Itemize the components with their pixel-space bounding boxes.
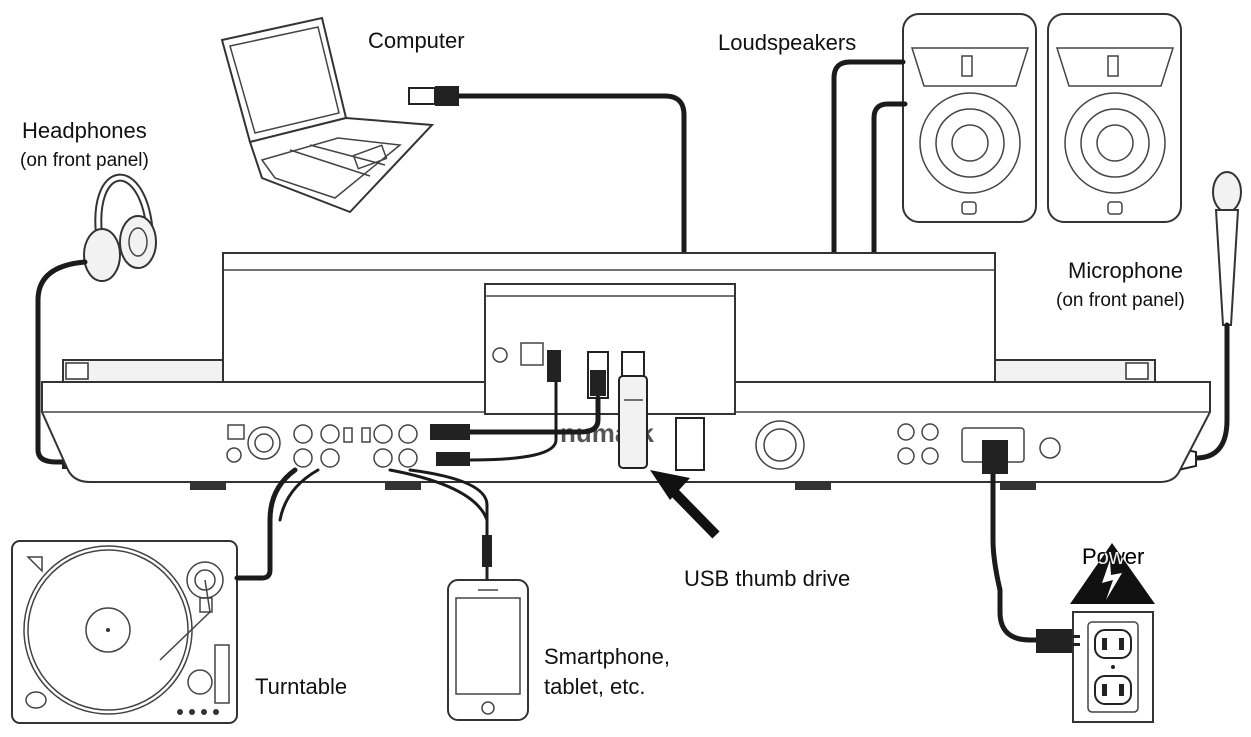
loudspeaker-right-icon xyxy=(1047,13,1182,223)
label-microphone: Microphone xyxy=(1068,258,1183,283)
label-usb-thumb-drive: USB thumb drive xyxy=(684,566,851,591)
loudspeaker-left-icon xyxy=(902,13,1037,223)
turntable-icon xyxy=(11,540,238,724)
headphones-icon xyxy=(83,173,157,282)
label-computer: Computer xyxy=(368,28,465,53)
usb-thumb-drive-icon xyxy=(618,351,648,469)
power-warning-icon xyxy=(1070,543,1155,604)
smartphone-icon xyxy=(447,579,529,721)
label-headphones-note: (on front panel) xyxy=(20,150,149,171)
label-smartphone-line1: Smartphone, xyxy=(544,644,670,669)
label-headphones: Headphones xyxy=(22,118,147,143)
label-power: Power xyxy=(1082,544,1145,569)
laptop-icon xyxy=(220,16,435,214)
power-outlet-icon xyxy=(1072,611,1154,723)
laptop-usb-plug-icon xyxy=(408,86,459,106)
label-loudspeakers: Loudspeakers xyxy=(718,30,857,55)
label-microphone-note: (on front panel) xyxy=(1056,290,1185,311)
label-smartphone-line2: tablet, etc. xyxy=(544,674,646,699)
arrow-icon xyxy=(650,470,720,539)
label-turntable: Turntable xyxy=(255,674,348,699)
microphone-icon xyxy=(1212,171,1242,326)
